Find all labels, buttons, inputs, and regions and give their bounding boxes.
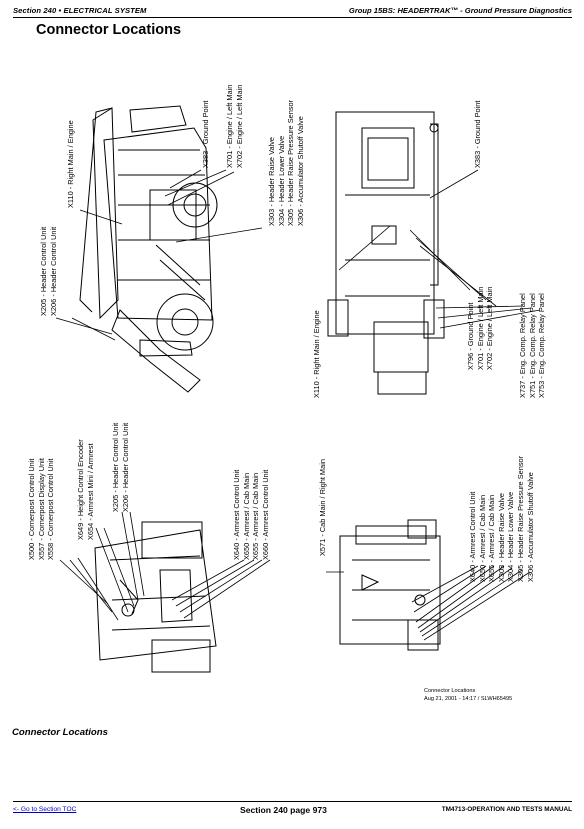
rear-view-leaders: [326, 565, 531, 641]
callout-top-right-main: X110 - Right Main / Engine: [312, 310, 321, 398]
callout-side-ground: X383 - Ground Point: [201, 100, 210, 168]
figure-caption-title: Connector Locations: [424, 688, 476, 694]
header-divider: [13, 17, 572, 18]
group-header: Group 15BS: HEADERTRAK™ - Ground Pressur…: [348, 6, 572, 15]
callout-side-header-valves: X303 - Header Raise Valve X304 - Header …: [267, 99, 305, 226]
callout-side-header-control: X205 - Header Control Unit X206 - Header…: [39, 226, 58, 316]
side-view-leaders: [55, 169, 263, 341]
section-subheading: Connector Locations: [12, 727, 108, 738]
callout-cab-armrest: X649 - Height Control Encoder X654 - Arm…: [76, 439, 95, 540]
cab-view-leaders: [59, 511, 271, 621]
figure-caption: Connector Locations Aug 21, 2001 - 14:17…: [424, 688, 512, 703]
callout-side-right-main: X110 - Right Main / Engine: [66, 120, 75, 208]
cab-interior-view: [94, 521, 217, 673]
manual-name: TM4713-OPERATION AND TESTS MANUAL: [441, 806, 572, 813]
callout-top-relay: X737 - Eng. Comp. Relay Panel X751 - Eng…: [518, 293, 547, 398]
callout-top-ground: X383 - Ground Point: [473, 100, 482, 168]
callout-cab-header-control: X205 - Header Control Unit X206 - Header…: [111, 422, 130, 512]
page-title: Connector Locations: [36, 22, 182, 38]
figure-caption-id: Aug 21, 2001 - 14:17 / SLWH65495: [424, 695, 513, 702]
callout-top-engine: X796 - Ground Point X701 - Engine / Left…: [466, 286, 495, 370]
section-header: Section 240 • ELECTRICAL SYSTEM: [13, 6, 147, 15]
top-view-leaders: [338, 169, 541, 329]
page-number: Section 240 page 973: [240, 805, 327, 815]
callout-cab-armrest-units: X640 - Armrest Control Unit X650 - Armre…: [232, 469, 270, 560]
combine-rear-view: [339, 519, 441, 651]
section-toc-link[interactable]: <- Go to Section TOC: [13, 806, 77, 813]
callout-cab-cornerpost: X500 - Cornerpost Control Unit X557 - Co…: [27, 458, 56, 560]
callout-side-engine: X701 - Engine / Left Main X702 - Engine …: [225, 84, 244, 168]
footer-divider: [13, 801, 572, 802]
combine-side-view: [79, 105, 218, 393]
callout-rear-units: X640 - Armrest Control Unit X650 - Armre…: [468, 455, 535, 582]
callout-rear-cab-main: X571 - Cab Main / Right Main: [318, 459, 327, 556]
combine-top-view: [327, 111, 445, 395]
